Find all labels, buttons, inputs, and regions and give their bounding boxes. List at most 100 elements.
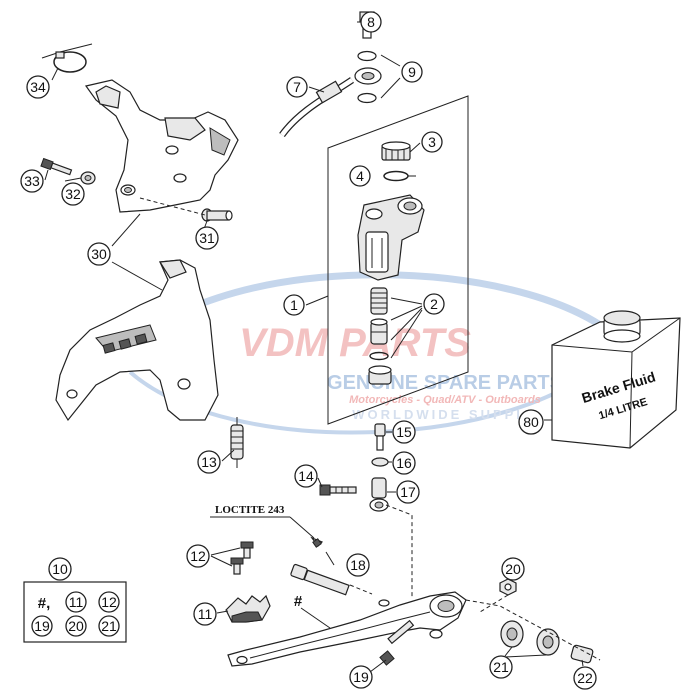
assembly-line-pedal	[385, 504, 413, 598]
callout-21: 21	[489, 655, 513, 679]
callout-22: 22	[573, 666, 597, 690]
piston-seal	[369, 351, 389, 361]
svg-text:17: 17	[400, 484, 416, 500]
push-rod	[374, 423, 386, 451]
callout-32: 32	[61, 182, 85, 206]
callout-8: 8	[360, 11, 382, 33]
svg-text:13: 13	[201, 454, 217, 470]
svg-text:10: 10	[52, 561, 68, 577]
piston	[370, 318, 388, 345]
svg-text:18: 18	[350, 557, 366, 573]
brake-pedal	[227, 591, 467, 667]
svg-text:3: 3	[428, 134, 436, 150]
svg-text:22: 22	[577, 670, 593, 686]
svg-text:11: 11	[69, 594, 84, 610]
callout-11: 11	[193, 602, 217, 626]
cap-o-ring	[383, 170, 409, 182]
master-cylinder-frame	[327, 95, 469, 425]
callout-80: 80	[518, 409, 544, 435]
svg-text:30: 30	[91, 246, 107, 262]
callout-1: 1	[283, 294, 305, 316]
svg-text:15: 15	[396, 424, 412, 440]
svg-text:31: 31	[199, 230, 215, 246]
svg-text:4: 4	[356, 168, 364, 184]
loctite-label: LOCTITE 243	[215, 504, 285, 516]
svg-text:21: 21	[493, 659, 509, 675]
kit-hash-label: #,	[38, 595, 51, 612]
callout-10: 10	[48, 557, 72, 581]
reservoir-cap	[381, 141, 411, 161]
brake-guard-upper	[84, 79, 239, 213]
watermark-brand: VDM PARTS	[239, 321, 471, 365]
clevis-bolt	[319, 484, 357, 496]
svg-text:80: 80	[523, 414, 539, 430]
master-cylinder-body	[357, 194, 425, 281]
callout-15: 15	[392, 420, 416, 444]
callout-12: 12	[186, 544, 210, 568]
svg-text:7: 7	[293, 79, 301, 95]
svg-text:34: 34	[30, 79, 46, 95]
guard-collar	[80, 171, 96, 185]
svg-text:12: 12	[190, 548, 206, 564]
kit-item-11: 11	[65, 591, 87, 613]
svg-text:19: 19	[353, 669, 369, 685]
svg-text:32: 32	[65, 186, 81, 202]
callout-16: 16	[392, 451, 416, 475]
svg-text:20: 20	[68, 618, 84, 634]
callout-18: 18	[346, 553, 370, 577]
svg-text:9: 9	[408, 64, 416, 80]
svg-text:21: 21	[101, 618, 117, 634]
callout-9: 9	[401, 61, 423, 83]
svg-text:33: 33	[24, 173, 40, 189]
brake-fluid-bottle: Brake Fluid 1/4 LITRE	[551, 310, 681, 449]
callout-31: 31	[195, 226, 219, 250]
callout-4: 4	[349, 165, 371, 187]
lock-nut	[371, 457, 389, 467]
sealing-washer-upper	[357, 50, 377, 62]
brake-pedal-tip	[225, 594, 271, 623]
kit-item-21: 21	[98, 615, 120, 637]
pivot-nut	[499, 578, 517, 596]
clevis	[369, 477, 389, 512]
kit-item-20: 20	[65, 615, 87, 637]
loctite-tube	[310, 536, 324, 548]
svg-text:20: 20	[505, 561, 521, 577]
pedal-hash-label: #	[294, 593, 303, 610]
callout-34: 34	[26, 75, 50, 99]
svg-text:12: 12	[101, 594, 117, 610]
pivot-bushing	[570, 644, 594, 664]
pedal-return-spring	[230, 417, 244, 468]
callout-2: 2	[423, 293, 445, 315]
callout-14: 14	[294, 464, 318, 488]
guard-screw	[40, 157, 73, 176]
dust-boot	[368, 365, 392, 385]
kit-item-19: 19	[31, 615, 53, 637]
assembly-line-bolt	[349, 584, 373, 595]
svg-text:19: 19	[34, 618, 50, 634]
guard-sleeve	[201, 208, 233, 222]
svg-text:2: 2	[430, 296, 438, 312]
kit-item-12: 12	[98, 591, 120, 613]
brake-guard-lower	[55, 259, 219, 422]
svg-text:14: 14	[298, 468, 314, 484]
callout-33: 33	[20, 169, 44, 193]
callout-13: 13	[197, 450, 221, 474]
svg-text:16: 16	[396, 455, 412, 471]
callout-20: 20	[501, 557, 525, 581]
sealing-washer-lower	[357, 92, 377, 104]
watermark-categories: Motorcycles - Quad/ATV - Outboards	[349, 394, 541, 406]
pedal-bearings	[500, 620, 560, 656]
callout-3: 3	[421, 131, 443, 153]
return-spring	[370, 287, 388, 315]
watermark-shipping: WORLDWIDE SUPPLY	[352, 407, 537, 422]
footpeg-screws	[230, 541, 254, 575]
svg-text:1: 1	[290, 297, 298, 313]
callout-30: 30	[87, 242, 111, 266]
cable-tie	[41, 43, 93, 73]
assembly-line-nut	[479, 594, 509, 613]
svg-text:8: 8	[367, 14, 375, 30]
watermark-tagline: GENUINE SPARE PARTS	[327, 372, 563, 394]
brake-hose	[279, 67, 382, 138]
pedal-pivot-bolt	[290, 563, 350, 596]
